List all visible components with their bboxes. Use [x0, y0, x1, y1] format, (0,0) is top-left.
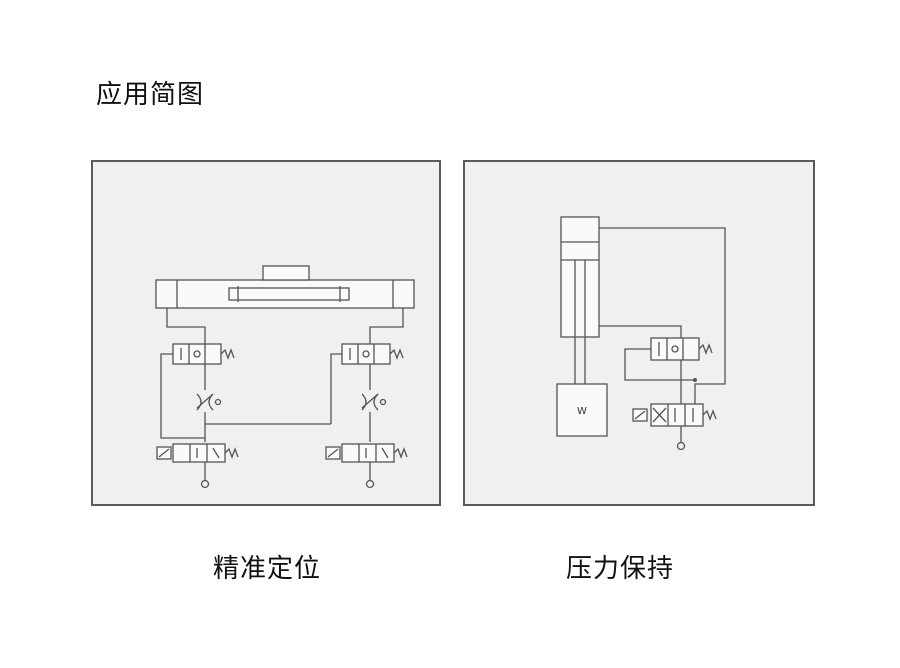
left-pilot-check-valve: [172, 343, 235, 365]
left-flow-control-valve: [196, 393, 222, 411]
circuit-schematic-pressure: W: [556, 216, 726, 451]
circuit-schematic-positioning: [155, 265, 415, 489]
vertical-cylinder: [560, 216, 600, 384]
rodless-cylinder: [155, 265, 415, 309]
diagram-precise-positioning: [91, 160, 441, 506]
right-pilot-check-valve: [341, 343, 404, 365]
pilot-check-valve: [650, 337, 713, 361]
load-weight: W: [556, 383, 608, 437]
diagram-pressure-holding: W: [463, 160, 815, 506]
right-solenoid-valve: [325, 443, 408, 463]
caption-precise-positioning: 精准定位: [213, 554, 322, 584]
caption-pressure-holding: 压力保持: [566, 554, 675, 584]
left-solenoid-valve: [156, 443, 239, 463]
load-label: W: [577, 406, 587, 417]
page-heading: 应用简图: [96, 80, 205, 110]
right-flow-control-valve: [361, 393, 387, 411]
solenoid-directional-valve: [632, 403, 717, 427]
